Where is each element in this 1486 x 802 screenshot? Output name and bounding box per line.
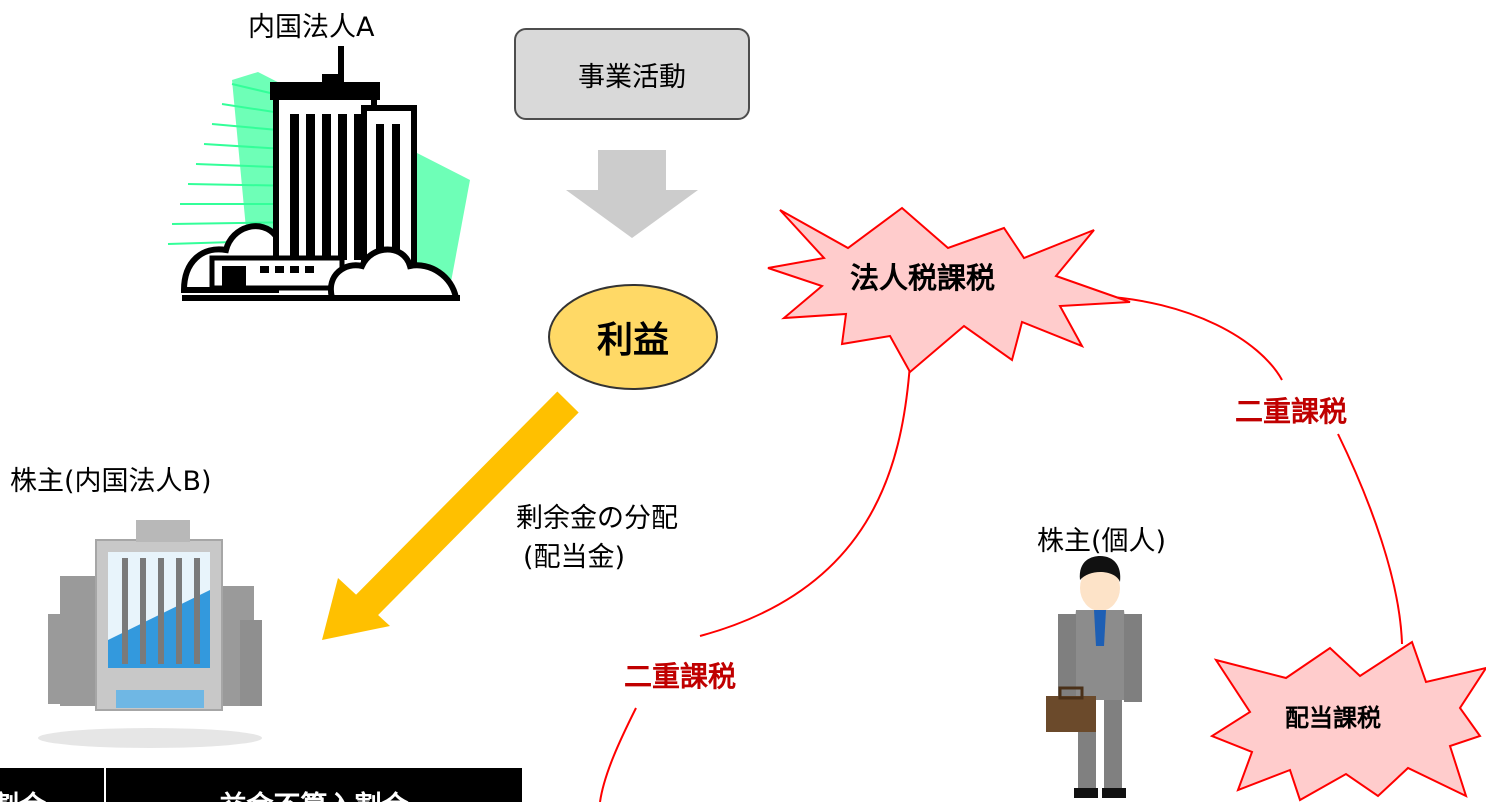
double-tax-curve-left <box>699 363 911 637</box>
corporate-tax-label: 法人税課税 <box>850 261 996 295</box>
dividend-tax-label: 配当課税 <box>1285 704 1381 732</box>
double-tax-curve-right <box>1095 295 1283 381</box>
flow-arrow-down <box>566 150 698 238</box>
office-building-icon <box>38 520 262 748</box>
double-tax-curve-right-lower <box>1337 433 1403 645</box>
exclusion-table-header: 割合 益金不算入割合 <box>0 768 522 802</box>
double-tax-label-bottom: 二重課税 <box>624 660 737 693</box>
businessman-icon <box>1046 556 1142 798</box>
double-tax-label-top: 二重課税 <box>1235 395 1348 428</box>
table-header-cell-exclusion-ratio: 益金不算入割合 <box>106 768 522 802</box>
business-activity-label: 事業活動 <box>578 61 686 93</box>
double-tax-curve-left-lower <box>599 707 637 802</box>
corp-a-label: 内国法人A <box>248 12 375 43</box>
business-activity-box: 事業活動 <box>514 28 750 120</box>
shareholder-b-label: 株主(内国法人B) <box>10 466 212 497</box>
office-tower-icon <box>167 46 470 301</box>
shareholder-individual-label: 株主(個人) <box>1037 526 1167 557</box>
profit-label: 利益 <box>596 320 669 361</box>
profit-ellipse: 利益 <box>548 284 718 390</box>
corporate-tax-burst <box>767 206 1131 374</box>
dividend-tax-burst <box>1209 640 1486 802</box>
table-header-cell-ratio: 割合 <box>0 768 106 802</box>
dividend-arrow <box>322 391 579 640</box>
distribution-sublabel: (配当金) <box>523 542 626 573</box>
distribution-label: 剰余金の分配 <box>516 503 678 534</box>
